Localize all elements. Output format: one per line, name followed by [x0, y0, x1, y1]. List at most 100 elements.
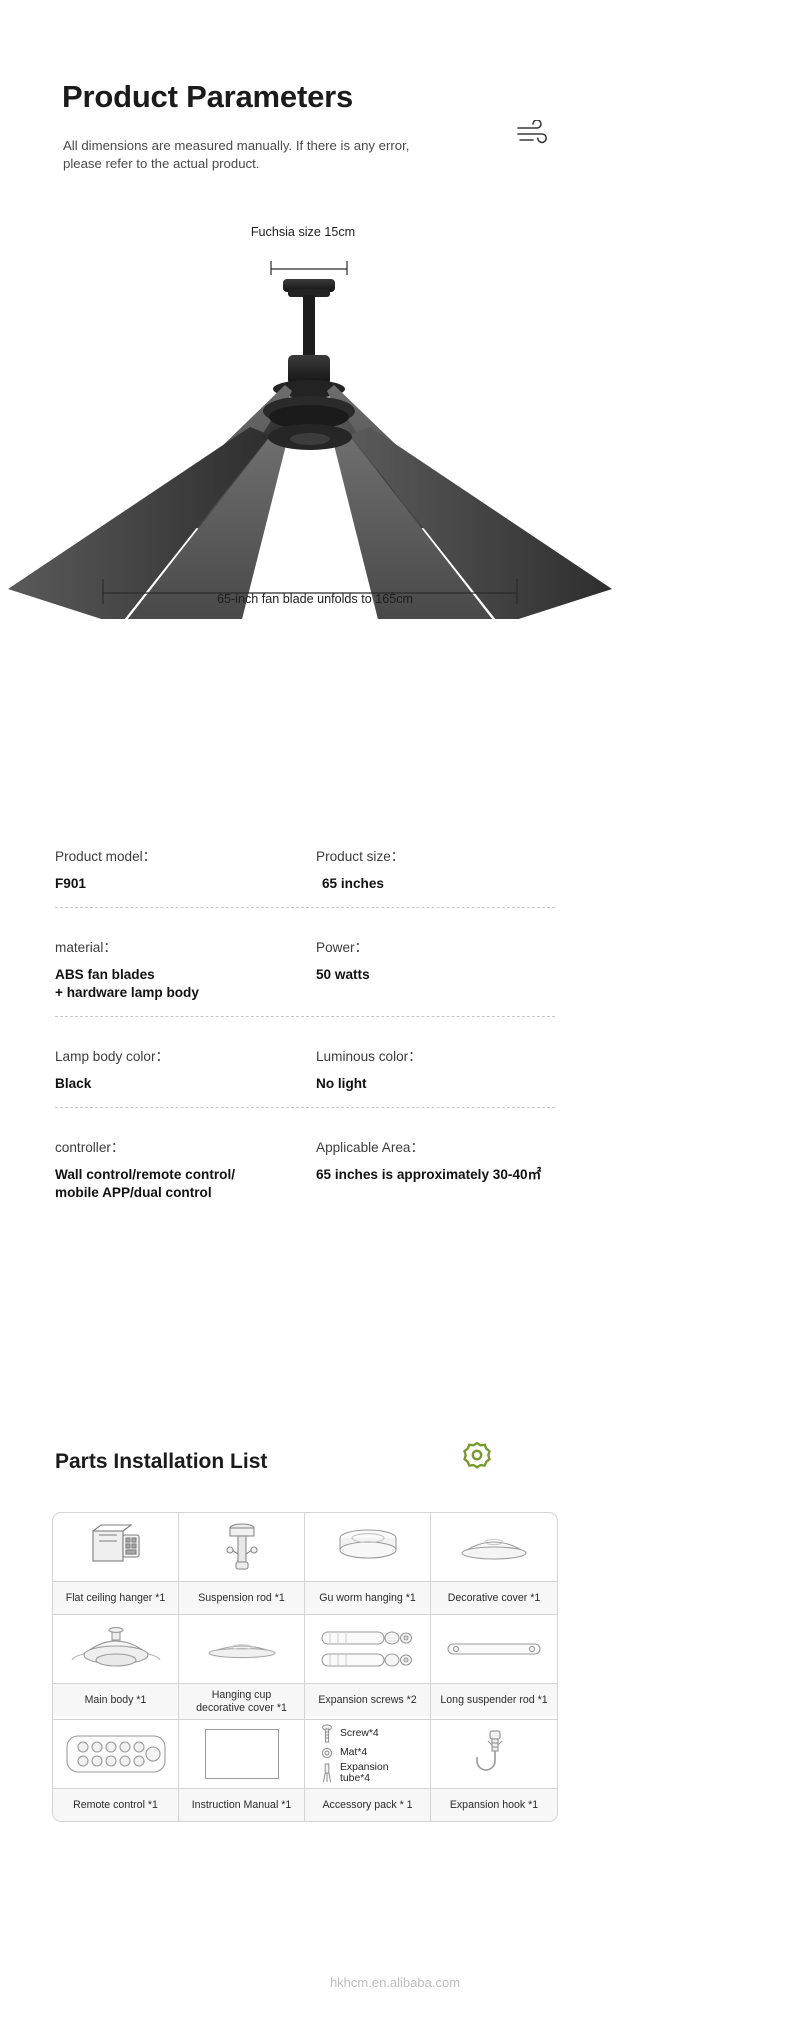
fan-hub [263, 396, 355, 429]
fan-downrod [303, 295, 315, 357]
top-dimension-bracket [270, 261, 348, 275]
flat-ceiling-hanger-icon [53, 1513, 178, 1581]
part-label: Suspension rod *1 [179, 1581, 304, 1614]
fan-canopy [283, 279, 335, 297]
part-label: Expansion screws *2 [305, 1683, 430, 1716]
spec-cell-size: Product size： 65 inches [305, 845, 555, 893]
parts-section-header: Parts Installation List [55, 1450, 267, 1474]
accessory-label: Expansion tube*4 [340, 1761, 389, 1785]
spec-value: Wall control/remote control/ mobile APP/… [55, 1167, 236, 1200]
page-subtitle: All dimensions are measured manually. If… [63, 137, 493, 173]
spec-label: Applicable Area： [316, 1140, 425, 1155]
part-label: Accessory pack * 1 [305, 1788, 430, 1821]
part-cell-remote-control: Remote control *1 [53, 1720, 179, 1821]
specifications-table: Product model： F901 Product size： 65 inc… [55, 845, 555, 1212]
accessory-label: Mat*4 [340, 1746, 368, 1758]
parts-title: Parts Installation List [55, 1450, 268, 1473]
spec-value: F901 [55, 876, 86, 891]
part-cell-decorative-cover: Decorative cover *1 [431, 1513, 557, 1614]
spec-label: Product size： [316, 849, 405, 864]
fan-blade [127, 439, 286, 619]
fan-blade [350, 427, 612, 619]
part-cell-suspension-rod: Suspension rod *1 [179, 1513, 305, 1614]
spec-cell-applicable-area: Applicable Area： 65 inches is approximat… [305, 1136, 555, 1202]
spec-cell-model: Product model： F901 [55, 845, 305, 893]
part-cell-expansion-screws: Expansion screws *2 [305, 1615, 431, 1719]
decorative-cover-icon [431, 1513, 557, 1581]
manual-page [204, 1729, 279, 1779]
subtitle-line-2: please refer to the actual product. [63, 156, 260, 171]
part-cell-gu-worm-hanging: Gu worm hanging *1 [305, 1513, 431, 1614]
part-label: Decorative cover *1 [431, 1581, 557, 1614]
ceiling-fan-illustration [8, 261, 612, 619]
part-label: Flat ceiling hanger *1 [53, 1581, 178, 1614]
accessory-label: Screw*4 [340, 1727, 379, 1739]
fan-blade [8, 427, 270, 619]
spec-label: material： [55, 940, 117, 955]
fan-motor-housing [273, 355, 345, 398]
expansion-hook-icon [431, 1720, 557, 1788]
part-cell-long-suspender-rod: Long suspender rod *1 [431, 1615, 557, 1719]
instruction-manual-icon [179, 1720, 304, 1788]
long-suspender-rod-icon [431, 1615, 557, 1683]
spec-row: controller： Wall control/remote control/… [55, 1136, 555, 1212]
mat-icon [321, 1747, 333, 1758]
parts-row: Main body *1 Hanging cup decorative cove… [53, 1614, 557, 1719]
spec-label: Power： [316, 940, 369, 955]
spec-label: Product model： [55, 849, 157, 864]
top-dimension-text: Fuchsia size 15cm [250, 225, 356, 239]
part-label: Remote control *1 [53, 1788, 178, 1821]
accessory-item-list: Screw*4 Mat*4 [309, 1723, 426, 1785]
spec-value: 65 inches is approximately 30-40㎡ [316, 1167, 542, 1182]
parts-row: Remote control *1 Instruction Manual *1 [53, 1719, 557, 1821]
parts-grid: Flat ceiling hanger *1 [52, 1512, 558, 1822]
spec-cell-controller: controller： Wall control/remote control/… [55, 1136, 305, 1202]
remote-control-icon [53, 1720, 178, 1788]
spec-row: material： ABS fan blades + hardware lamp… [55, 936, 555, 1045]
accessory-item: Expansion tube*4 [321, 1762, 426, 1785]
spec-value: 50 watts [316, 967, 370, 982]
spec-value: ABS fan blades + hardware lamp body [55, 967, 199, 1000]
hanging-cup-decorative-cover-icon [179, 1615, 304, 1683]
top-dimension-label: Fuchsia size 15cm [0, 225, 790, 239]
part-label: Gu worm hanging *1 [305, 1581, 430, 1614]
gu-worm-hanging-icon [305, 1513, 430, 1581]
main-body-icon [53, 1615, 178, 1683]
footer-watermark: hkhcm.en.alibaba.com [329, 1975, 461, 1990]
accessory-item: Mat*4 [321, 1746, 426, 1760]
part-cell-main-body: Main body *1 [53, 1615, 179, 1719]
part-label: Instruction Manual *1 [179, 1788, 304, 1821]
parts-row: Flat ceiling hanger *1 [53, 1513, 557, 1614]
spec-cell-luminous-color: Luminous color： No light [305, 1045, 555, 1093]
spec-label: Luminous color： [316, 1049, 422, 1064]
wind-icon [517, 120, 547, 144]
part-cell-expansion-hook: Expansion hook *1 [431, 1720, 557, 1821]
screw-icon [322, 1723, 332, 1742]
part-cell-instruction-manual: Instruction Manual *1 [179, 1720, 305, 1821]
spec-row: Product model： F901 Product size： 65 inc… [55, 845, 555, 936]
part-cell-flat-ceiling-hanger: Flat ceiling hanger *1 [53, 1513, 179, 1614]
spec-divider [55, 907, 555, 908]
gear-icon [463, 1441, 491, 1469]
spec-label: controller： [55, 1140, 125, 1155]
bottom-dimension-text: 65-inch fan blade unfolds to 165cm [216, 592, 414, 606]
spec-cell-material: material： ABS fan blades + hardware lamp… [55, 936, 305, 1002]
part-label: Hanging cup decorative cover *1 [179, 1683, 304, 1719]
subtitle-line-1: All dimensions are measured manually. If… [63, 138, 410, 153]
spec-cell-lamp-color: Lamp body color： Black [55, 1045, 305, 1093]
fan-diagram: Fuchsia size 15cm [0, 225, 790, 645]
spec-cell-power: Power： 50 watts [305, 936, 555, 1002]
expansion-screws-icon [305, 1615, 430, 1683]
fan-light-housing [268, 424, 352, 450]
accessory-pack-icon: Screw*4 Mat*4 [305, 1720, 430, 1788]
spec-divider [55, 1016, 555, 1017]
suspension-rod-icon [179, 1513, 304, 1581]
spec-row: Lamp body color： Black Luminous color： N… [55, 1045, 555, 1136]
part-label: Expansion hook *1 [431, 1788, 557, 1821]
fan-blade [334, 439, 493, 619]
spec-value: Black [55, 1076, 92, 1091]
part-label: Main body *1 [53, 1683, 178, 1716]
part-label: Long suspender rod *1 [431, 1683, 557, 1716]
spec-value: No light [316, 1076, 367, 1091]
